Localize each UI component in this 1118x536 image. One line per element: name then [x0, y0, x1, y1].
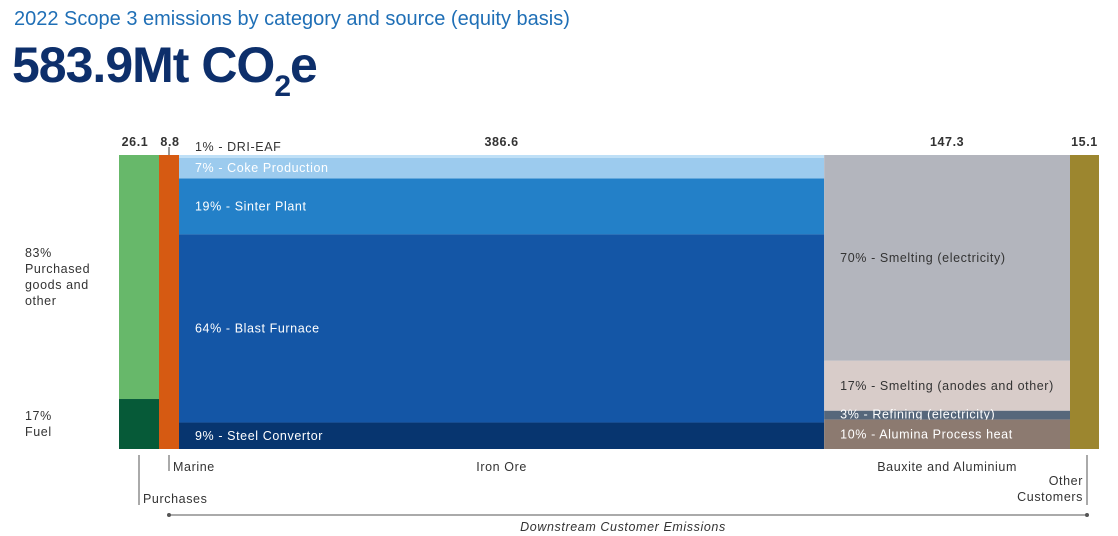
segment-label-bauxite_aluminium-3: 10% - Alumina Process heat: [840, 427, 1013, 441]
category-label-iron-ore: Iron Ore: [476, 460, 527, 474]
segment-label-iron_ore-2: 19% - Sinter Plant: [195, 199, 307, 213]
segment-purchases-0: [119, 155, 159, 400]
downstream-bracket-label: Downstream Customer Emissions: [520, 520, 726, 534]
segment-label-bauxite_aluminium-0: 70% - Smelting (electricity): [840, 251, 1005, 265]
category-label-purchases: Purchases: [143, 492, 207, 506]
segment-label-iron_ore-4: 9% - Steel Convertor: [195, 429, 323, 443]
total-subscript: 2: [274, 70, 291, 103]
column-value-other_customers: 15.1: [1071, 135, 1098, 149]
segment-iron_ore-1: [179, 157, 825, 179]
category-label-marine: Marine: [173, 460, 215, 474]
segment-iron_ore-0: [179, 155, 825, 158]
segment-iron_ore-2: [179, 178, 825, 235]
bracket-start-dot: [167, 513, 171, 517]
segment-label-iron_ore-1: 7% - Coke Production: [195, 161, 329, 175]
column-value-bauxite_aluminium: 147.3: [930, 135, 964, 149]
total-suffix: e: [290, 37, 318, 93]
segment-label-purchases-1: 17%Fuel: [25, 409, 52, 439]
column-value-purchases: 26.1: [122, 135, 149, 149]
segment-label-iron_ore-0: 1% - DRI-EAF: [195, 140, 281, 154]
bracket-end-dot: [1085, 513, 1089, 517]
total-emissions-value: 583.9Mt CO2e: [12, 36, 318, 103]
segment-iron_ore-4: [179, 422, 825, 449]
segment-bauxite_aluminium-3: [824, 419, 1070, 449]
segment-other_customers-0: [1070, 155, 1099, 449]
column-value-iron_ore: 386.6: [484, 135, 518, 149]
chart-title: 2022 Scope 3 emissions by category and s…: [14, 8, 570, 30]
segment-marine-0: [159, 155, 179, 449]
segment-label-bauxite_aluminium-2: 3% - Refining (electricity): [840, 408, 995, 422]
segment-bauxite_aluminium-1: [824, 360, 1070, 411]
segment-label-iron_ore-3: 64% - Blast Furnace: [195, 321, 320, 335]
segment-purchases-1: [119, 399, 159, 449]
column-value-marine: 8.8: [160, 135, 179, 149]
segment-label-bauxite_aluminium-1: 17% - Smelting (anodes and other): [840, 379, 1054, 393]
total-value-text: 583.9Mt CO: [12, 37, 275, 93]
segment-bauxite_aluminium-2: [824, 410, 1070, 420]
segment-bauxite_aluminium-0: [824, 155, 1070, 361]
category-label-bauxite-aluminium: Bauxite and Aluminium: [877, 460, 1017, 474]
segment-iron_ore-3: [179, 234, 825, 423]
